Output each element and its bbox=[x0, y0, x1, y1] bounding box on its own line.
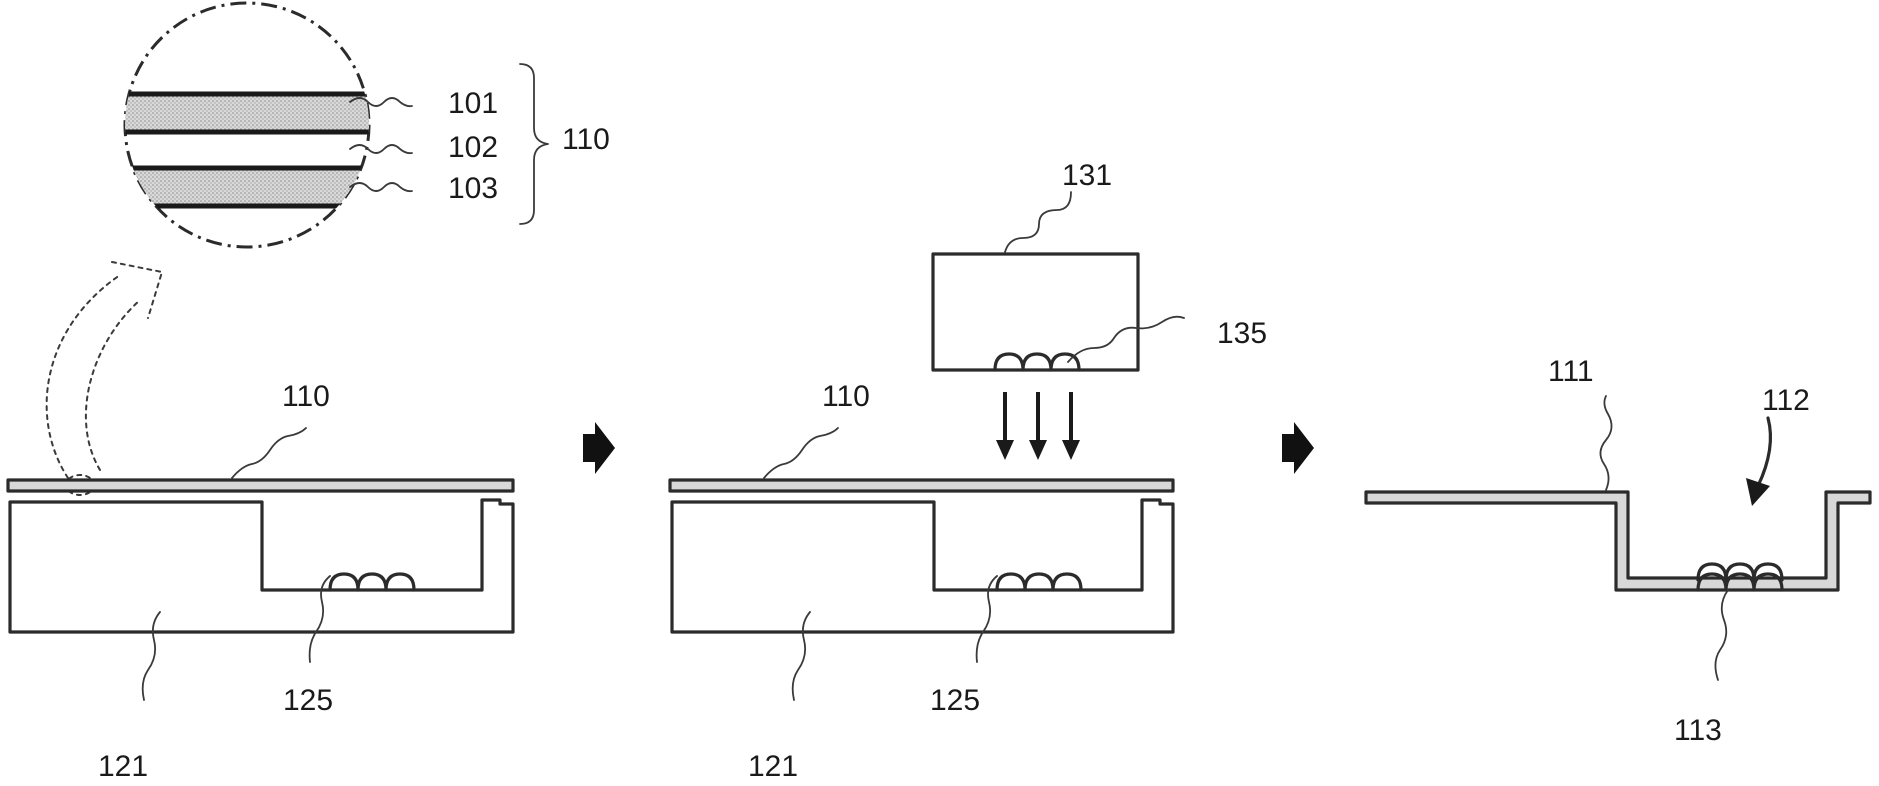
label-121-left: 121 bbox=[98, 750, 148, 781]
panel-1: 110 125 121 bbox=[8, 380, 513, 781]
label-110-left: 110 bbox=[282, 380, 330, 413]
recess-arrow-head bbox=[1746, 478, 1770, 506]
process-arrow-2 bbox=[1282, 422, 1314, 474]
heater-125-middle bbox=[997, 574, 1081, 590]
leader-111 bbox=[1600, 396, 1611, 490]
layer-group-brace bbox=[520, 64, 548, 224]
magnify-arrow bbox=[47, 262, 162, 495]
panel-3: 111 112 113 bbox=[1366, 355, 1870, 747]
mold-121-left bbox=[10, 500, 513, 632]
label-101: 101 bbox=[448, 87, 498, 120]
leader-110-left bbox=[232, 428, 306, 478]
leader-113 bbox=[1715, 590, 1728, 680]
process-arrow-1 bbox=[583, 422, 615, 474]
label-103: 103 bbox=[448, 172, 498, 205]
label-111: 111 bbox=[1548, 355, 1594, 388]
sheet-110-middle bbox=[670, 480, 1173, 491]
magnified-layer-view: 101 102 103 110 bbox=[120, 3, 610, 247]
label-113: 113 bbox=[1674, 714, 1722, 747]
mold-121-middle bbox=[672, 500, 1173, 632]
heater-125-left bbox=[330, 574, 414, 590]
sheet-110-left bbox=[8, 480, 513, 491]
label-125-middle: 125 bbox=[930, 684, 980, 717]
label-121-middle: 121 bbox=[748, 750, 798, 781]
heat-arrows bbox=[996, 392, 1080, 460]
label-135: 135 bbox=[1217, 317, 1267, 350]
leader-110-middle bbox=[764, 428, 838, 478]
recess-arrow-shaft bbox=[1758, 418, 1770, 486]
panel-2: 131 135 110 125 121 bbox=[670, 159, 1267, 781]
layer-103 bbox=[120, 168, 380, 206]
leader-131 bbox=[1005, 192, 1071, 252]
label-131: 131 bbox=[1062, 159, 1112, 192]
label-112: 112 bbox=[1762, 384, 1810, 417]
label-110-middle: 110 bbox=[822, 380, 870, 413]
label-125-left: 125 bbox=[283, 684, 333, 717]
leader-103 bbox=[350, 183, 412, 191]
layer-101 bbox=[120, 94, 380, 132]
label-102: 102 bbox=[448, 131, 498, 164]
formed-sheet-111 bbox=[1366, 492, 1870, 590]
label-110-group: 110 bbox=[562, 123, 610, 156]
